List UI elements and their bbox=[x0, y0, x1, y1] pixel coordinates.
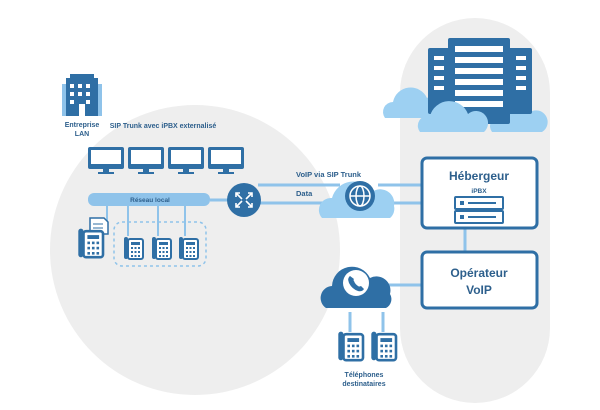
lan-drops bbox=[106, 206, 186, 236]
phone-icon bbox=[123, 236, 144, 260]
local-network-bar bbox=[88, 193, 210, 206]
voip-label: VoIP via SIP Trunk bbox=[296, 170, 362, 179]
ipbx-server-icon bbox=[454, 210, 504, 224]
host-title: Hébergeur bbox=[449, 169, 509, 183]
operator-line2: VoIP bbox=[466, 283, 492, 297]
operator-line1: Opérateur bbox=[450, 266, 508, 280]
phone-icon bbox=[343, 270, 369, 296]
ipbx-label: iPBX bbox=[471, 188, 487, 195]
building-icon bbox=[62, 74, 102, 116]
phone-icon bbox=[369, 330, 398, 362]
sip-trunk-label: SIP Trunk avec iPBX externalisé bbox=[110, 123, 217, 130]
server-icon bbox=[417, 38, 532, 132]
host-box bbox=[420, 156, 539, 230]
enterprise-label-line2: LAN bbox=[75, 131, 89, 138]
phone-icon bbox=[77, 227, 105, 259]
phone-group bbox=[113, 221, 207, 267]
ipbx-server-icon bbox=[454, 196, 504, 210]
phone-icon bbox=[178, 236, 199, 260]
data-label: Data bbox=[296, 189, 313, 198]
local-network-label: Réseau local bbox=[130, 197, 170, 204]
operator-box bbox=[420, 250, 539, 310]
phone-icon bbox=[151, 236, 172, 260]
destination-label-line2: destinataires bbox=[342, 381, 385, 388]
router-icon bbox=[227, 183, 261, 217]
globe-icon bbox=[345, 181, 375, 211]
destination-label-line1: Téléphones bbox=[345, 372, 384, 379]
phone-icon bbox=[337, 330, 365, 362]
enterprise-label-line1: Entreprise bbox=[65, 122, 100, 129]
